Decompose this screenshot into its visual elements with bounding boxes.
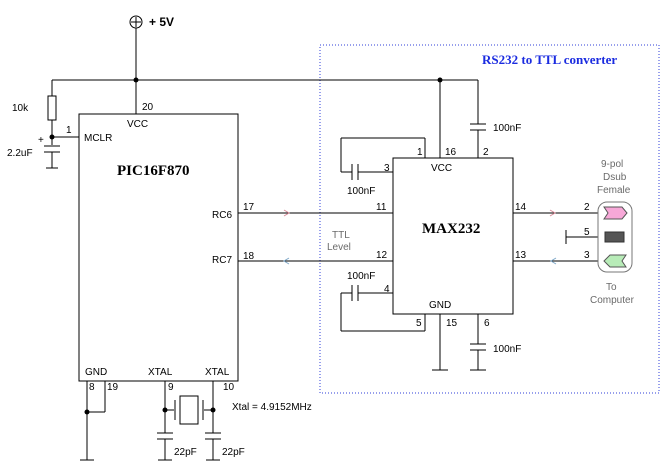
arrow-in-icon — [550, 257, 557, 265]
arrow-out-icon — [549, 209, 556, 217]
cvcc-label: 100nF — [493, 123, 521, 134]
max-pin-5: 5 — [416, 318, 422, 329]
ttl-level-label: Level — [327, 242, 351, 253]
capacitor-mclr — [44, 145, 60, 153]
capacitor-c13 — [351, 164, 359, 180]
pic-rc7-pin: 18 — [243, 251, 255, 262]
arrow-rx-icon — [283, 257, 290, 265]
max-pin-2: 2 — [483, 147, 489, 158]
dsub-rx-pin-icon — [603, 254, 627, 268]
max-pin-6: 6 — [484, 318, 490, 329]
cap-mclr-label: 2.2uF — [7, 148, 33, 159]
max-pin-4: 4 — [384, 284, 390, 295]
max-pin-15: 15 — [446, 318, 458, 329]
crystal — [174, 395, 204, 425]
pic-rc6-pin: 17 — [243, 202, 255, 213]
pic-xtal2-pin: 10 — [223, 382, 235, 393]
pic-mclr-label: MCLR — [84, 133, 112, 144]
cx2-label: 22pF — [222, 447, 245, 458]
power-symbol — [129, 15, 143, 29]
pic-chip — [78, 113, 239, 382]
power-label: + 5V — [149, 15, 174, 29]
pic-vcc-label: VCC — [127, 119, 148, 130]
max232-chip — [392, 157, 514, 315]
dsub-pin-2: 2 — [584, 202, 590, 213]
max-pin-3: 3 — [384, 163, 390, 174]
max-pin-12: 12 — [376, 250, 388, 261]
dsub-pin-5: 5 — [584, 227, 590, 238]
capacitor-22pf-2 — [205, 432, 221, 440]
max-gnd-label: GND — [429, 300, 451, 311]
dsub-label-1: 9-pol — [601, 159, 623, 170]
resistor-10k — [47, 95, 57, 121]
pic-gnd-label: GND — [85, 367, 107, 378]
max-pin-11: 11 — [376, 202, 387, 213]
max-pin-1: 1 — [417, 147, 423, 158]
converter-frame — [319, 44, 660, 394]
dsub-tx-pin-icon — [603, 206, 628, 220]
cx1-label: 22pF — [174, 447, 197, 458]
capacitor-22pf-1 — [157, 432, 173, 440]
resistor-label: 10k — [12, 103, 29, 114]
pic-rc6-label: RC6 — [212, 210, 232, 221]
max232-name: MAX232 — [422, 221, 480, 237]
max-pin-13: 13 — [515, 250, 527, 261]
dsub-label-2: Dsub — [603, 172, 627, 183]
max-pin-16: 16 — [445, 147, 457, 158]
pic-gnd-pin-19: 19 — [107, 382, 119, 393]
capacitor-vcc — [470, 123, 486, 131]
max-vcc-label: VCC — [431, 163, 452, 174]
cap-plus: + — [38, 135, 44, 146]
pic-name: PIC16F870 — [117, 163, 190, 179]
dsub-pin-3: 3 — [584, 250, 590, 261]
capacitor-gnd — [470, 343, 486, 351]
max-pin-14: 14 — [515, 202, 527, 213]
to-label: To — [606, 282, 617, 293]
pic-xtal1-label: XTAL — [148, 367, 173, 378]
ttl-label: TTL — [332, 230, 350, 241]
converter-title: RS232 to TTL converter — [482, 52, 617, 67]
arrow-tx-icon — [283, 209, 290, 217]
dsub-label-3: Female — [597, 185, 631, 196]
pic-mclr-pin: 1 — [66, 125, 72, 136]
pic-rc7-label: RC7 — [212, 255, 232, 266]
pic-gnd-pin-8: 8 — [89, 382, 95, 393]
cgnd-label: 100nF — [493, 344, 521, 355]
capacitor-c45 — [351, 285, 359, 301]
xtal-label: Xtal = 4.9152MHz — [232, 402, 312, 413]
dsub-gnd-pin-icon — [604, 231, 625, 243]
c13-label: 100nF — [347, 186, 375, 197]
computer-label: Computer — [590, 295, 635, 306]
c45-label: 100nF — [347, 271, 375, 282]
pic-xtal2-label: XTAL — [205, 367, 230, 378]
pic-xtal1-pin: 9 — [168, 382, 174, 393]
pic-vcc-pin: 20 — [142, 102, 154, 113]
